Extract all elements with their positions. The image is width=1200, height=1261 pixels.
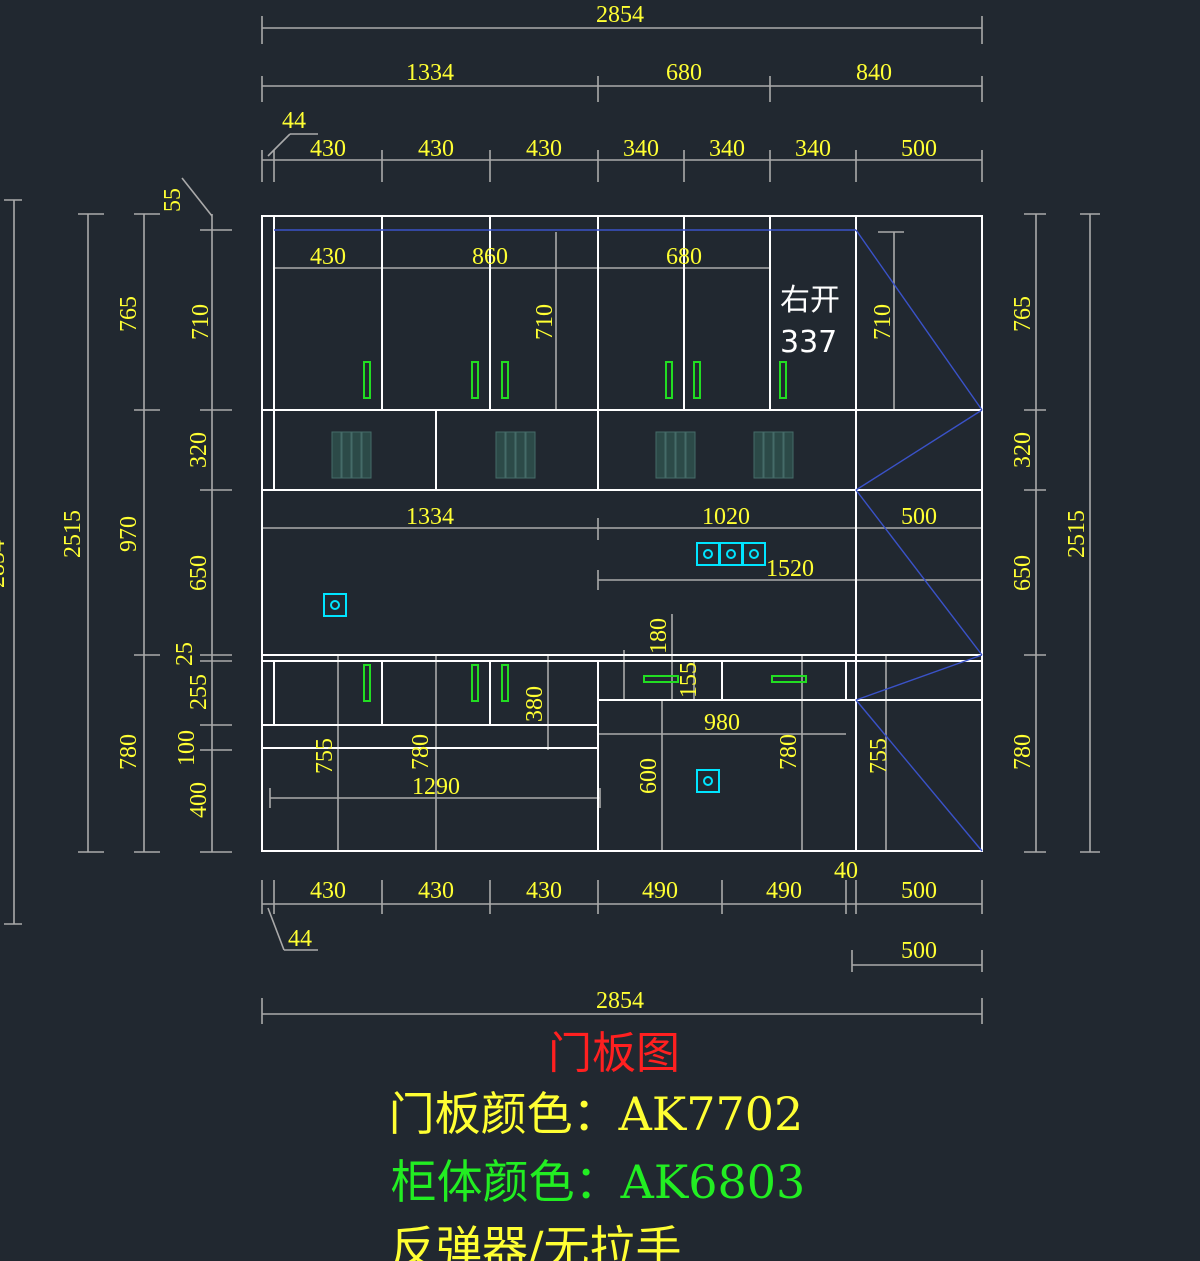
dim-bottom-door: 430 [526, 878, 562, 904]
dim-bottom-gap: 40 [834, 858, 858, 884]
dim-top-door: 340 [709, 136, 745, 162]
dim-lower-inner: 155 [676, 662, 702, 698]
dim-upper-height: 710 [188, 304, 214, 340]
dim-left-group: 780 [116, 734, 142, 770]
dim-lower-inner: 755 [866, 738, 892, 774]
dim-top-door: 430 [418, 136, 454, 162]
dim-left-total-cut: 2854 [0, 540, 10, 588]
socket-icon [696, 769, 720, 793]
dim-bottom-overall: 2854 [596, 988, 644, 1014]
dim-bottom-extra: 500 [901, 938, 937, 964]
dim-left-total: 2515 [60, 510, 86, 558]
open-width-note: 337 [780, 325, 837, 360]
dim-top-offset: 44 [282, 108, 306, 134]
dim-top-section: 1334 [406, 60, 454, 86]
dim-top-section: 840 [856, 60, 892, 86]
handle [471, 361, 479, 399]
dim-lower-inner: 780 [776, 734, 802, 770]
dim-top-door: 430 [526, 136, 562, 162]
sockets [323, 542, 766, 793]
dim-upper-inner: 430 [310, 244, 346, 270]
book-icons [331, 431, 794, 479]
handles [363, 361, 807, 702]
handle [665, 361, 673, 399]
dim-upper-height: 710 [532, 304, 558, 340]
handle [693, 361, 701, 399]
dim-upper-height: 710 [870, 304, 896, 340]
dim-top-door: 340 [795, 136, 831, 162]
dim-bottom-door: 430 [418, 878, 454, 904]
dim-right-total: 2515 [1064, 510, 1090, 558]
dim-lower-inner: 1290 [412, 774, 460, 800]
dimension-texts: 2854 1334 680 840 44 430 430 430 340 340… [0, 2, 1090, 1014]
handle [471, 664, 479, 702]
dim-top-door: 500 [901, 136, 937, 162]
hardware-label: 反弹器/无拉手 [390, 1221, 682, 1261]
door-swing-diagonals [274, 229, 983, 852]
dim-right-part: 650 [1010, 555, 1036, 591]
dim-left-part: 320 [186, 432, 212, 468]
dim-lower-inner: 980 [704, 710, 740, 736]
socket-icon [742, 542, 766, 566]
dim-right-part: 320 [1010, 432, 1036, 468]
dim-bottom-offset: 44 [288, 926, 312, 952]
dim-mid: 1334 [406, 504, 454, 530]
book-icon [495, 431, 536, 479]
handle [363, 361, 371, 399]
dim-upper-inner: 860 [472, 244, 508, 270]
drawing-title: 门板图 [548, 1028, 680, 1079]
dim-right-part: 765 [1010, 296, 1036, 332]
dim-top-section: 680 [666, 60, 702, 86]
dim-mid: 500 [901, 504, 937, 530]
dim-lower-inner: 755 [312, 738, 338, 774]
book-icon [753, 431, 794, 479]
body-color-label: 柜体颜色：AK6803 [391, 1155, 806, 1209]
dim-bottom-door: 490 [766, 878, 802, 904]
dim-lower-inner: 600 [636, 758, 662, 794]
dim-left-part: 100 [174, 730, 200, 766]
dim-left-part: 25 [172, 642, 198, 666]
dim-mid: 1520 [766, 556, 814, 582]
dim-bottom-door: 490 [642, 878, 678, 904]
dim-left-group: 765 [116, 296, 142, 332]
handle [501, 664, 509, 702]
dim-bottom-door: 430 [310, 878, 346, 904]
dim-top-door: 430 [310, 136, 346, 162]
dim-lower-inner: 180 [646, 618, 672, 654]
socket-icon [719, 542, 743, 566]
dim-left-part: 650 [186, 555, 212, 591]
cabinet-outline [261, 215, 983, 852]
dim-mid: 1020 [702, 504, 750, 530]
dim-left-part: 400 [186, 782, 212, 818]
handle [779, 361, 787, 399]
handle [643, 675, 679, 683]
door-color-label: 门板颜色：AK7702 [389, 1087, 804, 1141]
handle [363, 664, 371, 702]
book-icon [331, 431, 372, 479]
dim-bottom-door: 500 [901, 878, 937, 904]
dim-right-part: 780 [1010, 734, 1036, 770]
dim-left-group: 970 [116, 516, 142, 552]
dim-lower-inner: 780 [408, 734, 434, 770]
socket-icon [323, 593, 347, 617]
dimension-lines [4, 16, 1100, 1024]
dim-left-part: 255 [186, 674, 212, 710]
handle [501, 361, 509, 399]
dim-top-door: 340 [623, 136, 659, 162]
book-icon [655, 431, 696, 479]
dim-top-overall: 2854 [596, 2, 644, 28]
socket-icon [696, 542, 720, 566]
open-direction-note: 右开 [780, 283, 840, 318]
dim-lower-inner: 380 [522, 686, 548, 722]
dim-top-vert-offset: 55 [160, 188, 186, 212]
dim-upper-inner: 680 [666, 244, 702, 270]
handle [771, 675, 807, 683]
